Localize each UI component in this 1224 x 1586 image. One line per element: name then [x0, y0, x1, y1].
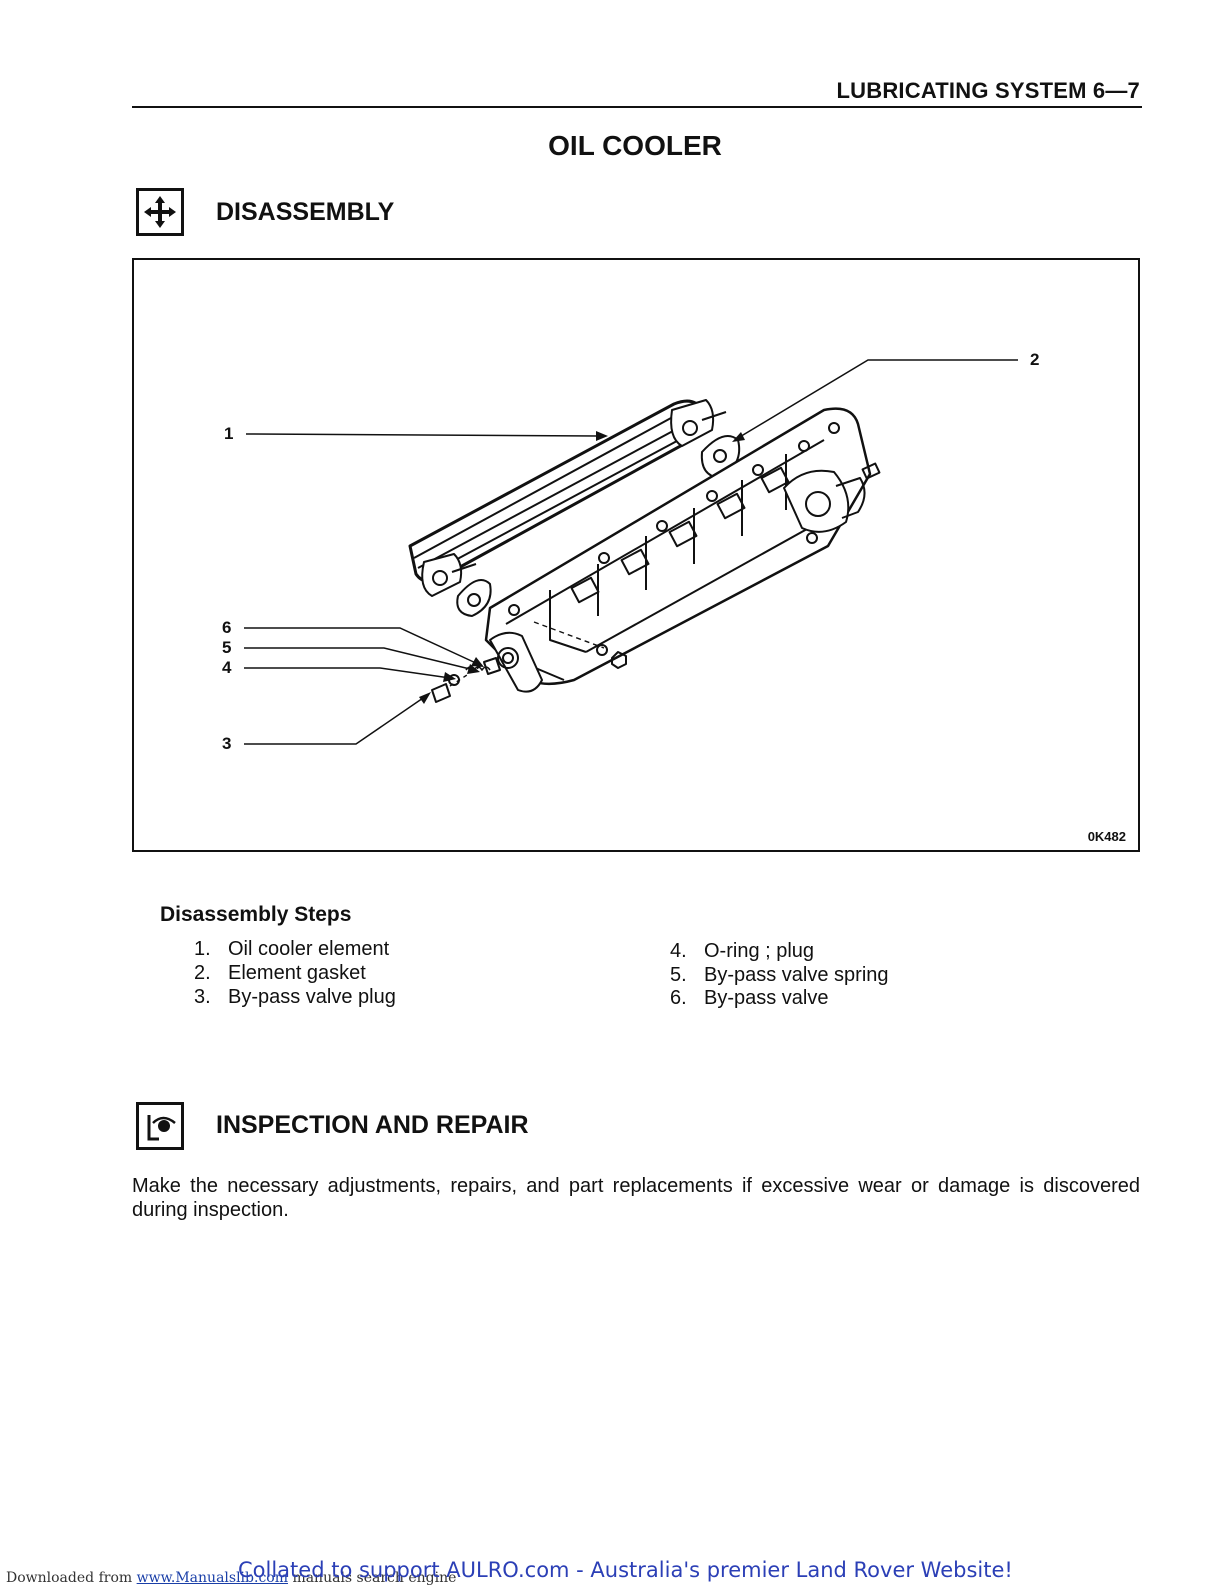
disassembly-steps-title: Disassembly Steps	[160, 903, 352, 926]
figure-id: 0K482	[1087, 829, 1126, 844]
callout-1: 1	[224, 424, 234, 443]
page-title: OIL COOLER	[548, 130, 722, 161]
callout-6: 6	[222, 618, 232, 637]
section-heading-inspection: INSPECTION AND REPAIR	[216, 1111, 529, 1139]
callout-5: 5	[222, 638, 232, 657]
running-header: LUBRICATING SYSTEM 6—7	[836, 78, 1140, 103]
list-item: 5.By-pass valve spring	[670, 964, 889, 986]
disassembly-arrows-icon	[136, 188, 184, 236]
download-footer: Downloaded from www.Manualslib.com manua…	[6, 1570, 457, 1586]
list-item: 1.Oil cooler element	[194, 938, 390, 960]
callout-2: 2	[1030, 350, 1040, 369]
oil-cooler-exploded-drawing	[244, 359, 1018, 745]
list-item: 4.O-ring ; plug	[670, 940, 815, 962]
collated-footer: Collated to support AULRO.com - Australi…	[238, 1558, 1013, 1582]
inspection-eye-icon	[136, 1102, 184, 1150]
list-item: 2.Element gasket	[194, 962, 366, 984]
header-rule	[132, 106, 1142, 108]
section-heading-disassembly: DISASSEMBLY	[216, 198, 395, 226]
callout-4: 4	[222, 658, 232, 677]
list-item: 3.By-pass valve plug	[194, 986, 396, 1008]
callout-3: 3	[222, 734, 232, 753]
list-item: 6.By-pass valve	[670, 987, 829, 1009]
exploded-view-figure: 1 2 3 4 5 6 0K482	[132, 258, 1140, 852]
manualslib-link[interactable]: www.Manualslib.com	[136, 1570, 288, 1586]
inspection-paragraph: Make the necessary adjustments, repairs,…	[132, 1175, 1140, 1221]
